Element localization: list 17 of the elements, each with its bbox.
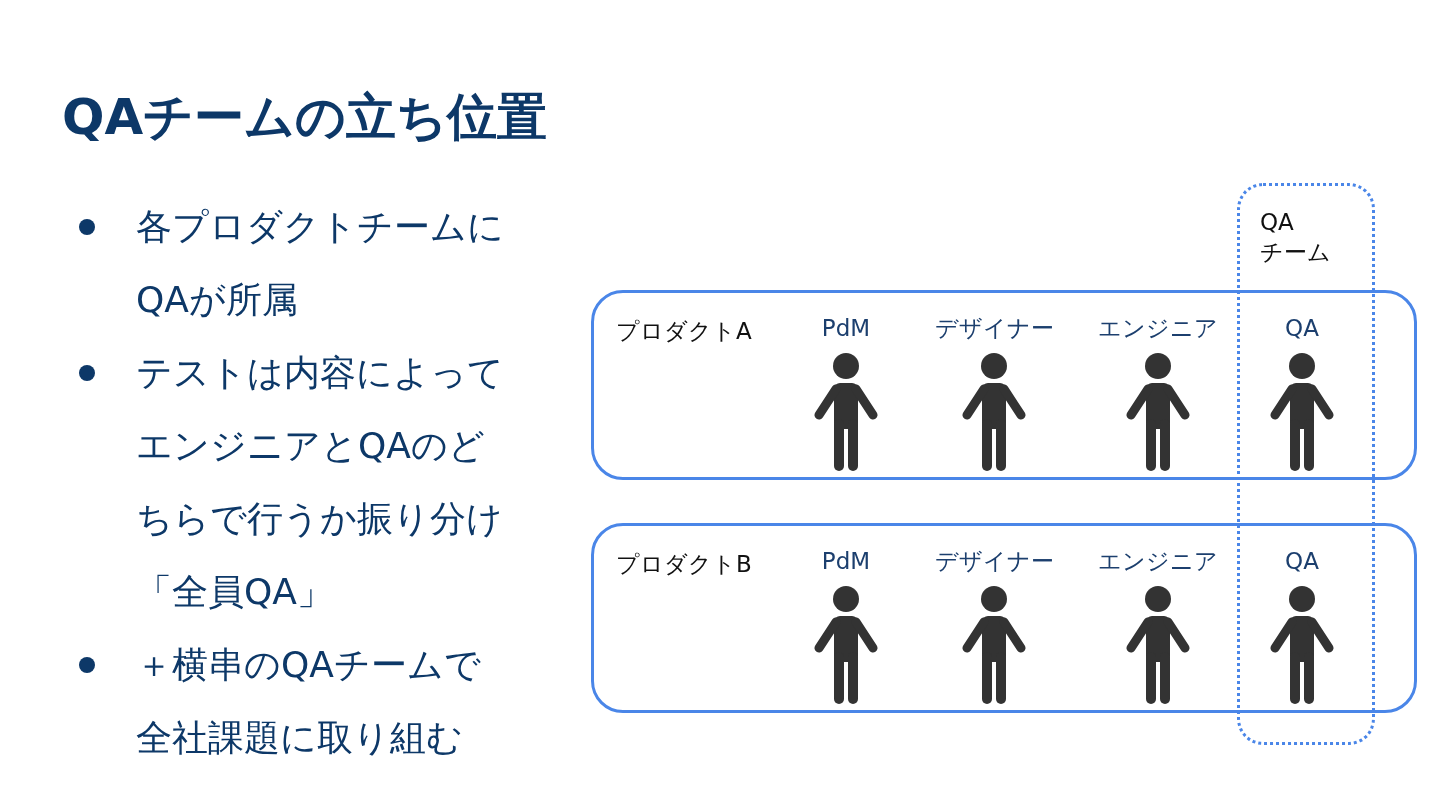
- role-label: PdM: [821, 547, 871, 576]
- product-team-box: [591, 523, 1417, 713]
- role-label: QA: [1285, 547, 1319, 576]
- role-label: デザイナー: [934, 547, 1054, 576]
- bullet-text: テストは内容によってエンジニアとQAのどちらで行うか振り分け「全員QA」: [136, 352, 504, 612]
- team-label: QA チーム: [1260, 208, 1332, 267]
- slide-title: QAチームの立ち位置: [62, 87, 548, 148]
- product-team-box: [591, 290, 1417, 480]
- role-label: QA: [1285, 314, 1319, 343]
- role-label: デザイナー: [934, 314, 1054, 343]
- product-label: プロダクトB: [616, 550, 753, 579]
- role-label: PdM: [821, 314, 871, 343]
- product-label: プロダクトA: [616, 317, 753, 346]
- bullet-text: ＋横串のQAチームで全社課題に取り組む: [136, 644, 481, 758]
- role-label: エンジニア: [1098, 547, 1218, 576]
- role-label: エンジニア: [1098, 314, 1218, 343]
- bullet-text: 各プロダクトチームにQAが所属: [136, 206, 504, 320]
